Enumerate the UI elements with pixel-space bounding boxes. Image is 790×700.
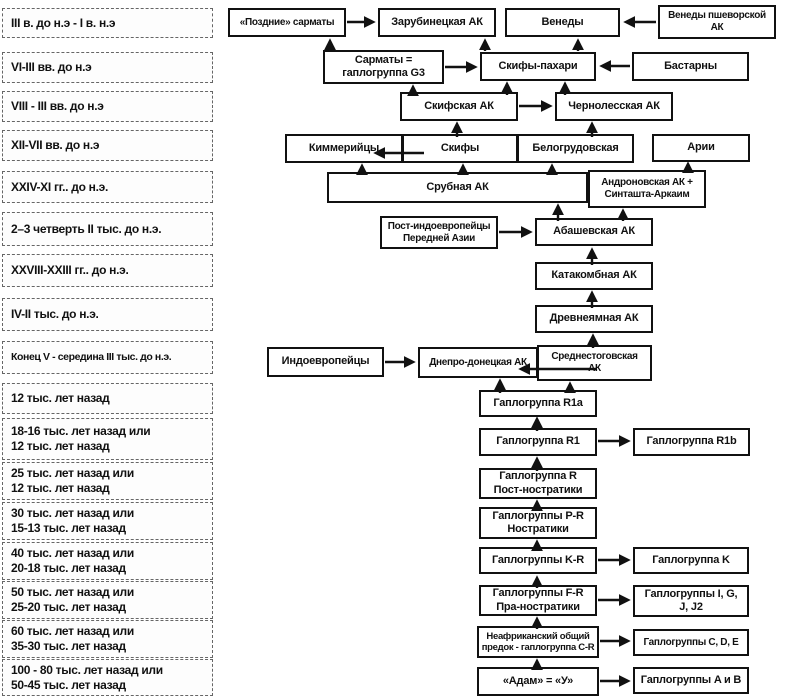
era-box-2: VI-III вв. до н.э xyxy=(2,52,213,83)
node-haplogroup-r1: Гаплогруппа R1 xyxy=(479,428,597,456)
node-srubnaya-ak: Срубная АК xyxy=(327,172,588,203)
node-haplogroup-k: Гаплогруппа K xyxy=(633,547,749,574)
node-arii: Арии xyxy=(652,134,750,162)
node-andronovo-sintashta: Андроновская АК + Синташта-Аркаим xyxy=(588,170,706,208)
node-scythian-farmers: Скифы-пахари xyxy=(480,52,596,81)
era-box-9: Конец V - середина III тыс. до н.э. xyxy=(2,341,213,374)
node-post-indo-europeans: Пост-индоевропейцы Передней Азии xyxy=(380,216,498,249)
node-non-african-cr: Неафриканский общий предок - гаплогруппа… xyxy=(477,626,599,658)
node-abashevskaya-ak: Абашевская АК xyxy=(535,218,653,246)
era-box-8: IV-II тыс. до н.э. xyxy=(2,298,213,331)
era-box-4: XII-VII вв. до н.э xyxy=(2,130,213,161)
node-sredny-stog-ak: Среднестоговская АК xyxy=(537,345,652,381)
node-adam-y: «Адам» = «У» xyxy=(477,667,599,696)
era-box-7: XXVIII-XXIII гг.. до н.э. xyxy=(2,254,213,287)
era-box-15: 50 тыс. лет назад или 25-20 тыс. лет наз… xyxy=(2,581,213,619)
era-box-5: XXIV-XI гг.. до н.э. xyxy=(2,171,213,203)
era-box-17: 100 - 80 тыс. лет назад или 50-45 тыс. л… xyxy=(2,659,213,696)
era-box-3: VIII - III вв. до н.э xyxy=(2,91,213,122)
node-belogrudovskaya: Белогрудовская xyxy=(517,134,634,163)
node-venedy-przeworsk: Венеды пшеворской АК xyxy=(658,5,776,39)
era-box-6: 2–3 четверть II тыс. до н.э. xyxy=(2,212,213,246)
node-haplogroup-r1a: Гаплогруппа R1a xyxy=(479,390,597,417)
node-haplogroup-r-postnostratic: Гаплогруппа R Пост-ностратики xyxy=(479,468,597,499)
node-bastarnae: Бастарны xyxy=(632,52,749,81)
node-yamnaya-ak: Древнеямная АК xyxy=(535,305,653,333)
era-box-10: 12 тыс. лет назад xyxy=(2,383,213,414)
era-box-1: III в. до н.э - I в. н.э xyxy=(2,8,213,38)
node-scythians: Скифы xyxy=(402,134,518,163)
era-box-14: 40 тыс. лет назад или 20-18 тыс. лет наз… xyxy=(2,542,213,580)
node-haplogroups-ab: Гаплогруппы A и B xyxy=(633,667,749,694)
node-scythian-ak: Скифская АК xyxy=(400,92,518,121)
node-zarubintsy-ak: Зарубинецкая АК xyxy=(378,8,496,37)
node-chernolesskaya-ak: Чернолесская АК xyxy=(555,92,673,121)
node-late-sarmatians: «Поздние» сарматы xyxy=(228,8,346,37)
node-cimmerians: Киммерийцы xyxy=(285,134,403,163)
node-haplogroups-pr-nostratic: Гаплогруппы P-R Ностратики xyxy=(479,507,597,539)
era-box-11: 18-16 тыс. лет назад или 12 тыс. лет наз… xyxy=(2,418,213,460)
node-catacomb-ak: Катакомбная АК xyxy=(535,262,653,290)
node-haplogroups-igj: Гаплогруппы I, G, J, J2 xyxy=(633,585,749,617)
node-sarmatians-g3: Сарматы = гаплогруппа G3 xyxy=(323,50,444,84)
era-box-12: 25 тыс. лет назад или 12 тыс. лет назад xyxy=(2,462,213,500)
era-box-13: 30 тыс. лет назад или 15-13 тыс. лет наз… xyxy=(2,502,213,540)
node-venedy: Венеды xyxy=(505,8,620,37)
node-indo-europeans: Индоевропейцы xyxy=(267,347,384,377)
node-haplogroup-r1b: Гаплогруппа R1b xyxy=(633,428,750,456)
node-haplogroups-cde: Гаплогруппы C, D, E xyxy=(633,629,749,656)
node-dnieper-donets-ak: Днепро-донецкая АК xyxy=(418,347,538,378)
node-haplogroups-fr-pranostratic: Гаплогруппы F-R Пра-ностратики xyxy=(479,585,597,616)
era-box-16: 60 тыс. лет назад или 35-30 тыс. лет наз… xyxy=(2,620,213,658)
node-haplogroups-kr: Гаплогруппы K-R xyxy=(479,547,597,574)
